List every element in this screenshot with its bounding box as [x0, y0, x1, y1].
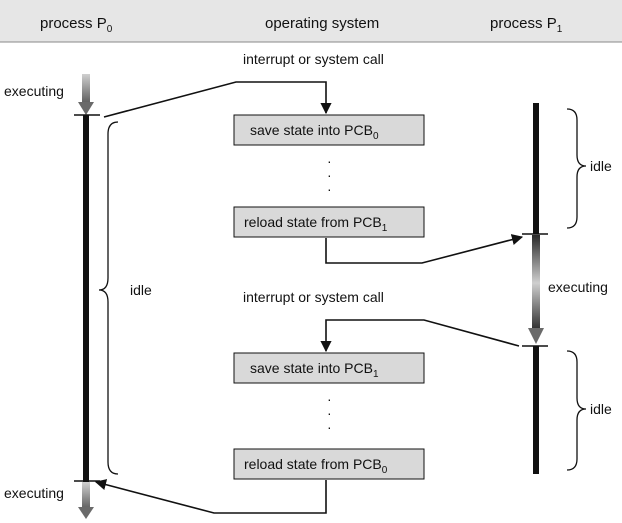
- svg-text:reload state from PCB1: reload state from PCB1: [244, 214, 388, 234]
- arrow-reload-pcb0-to-p0: [94, 479, 327, 514]
- interrupt-mid-label: interrupt or system call: [243, 289, 384, 305]
- box-reload-pcb1-sub: 1: [382, 223, 388, 234]
- box-reload-pcb1-text: reload state from PCB: [244, 214, 382, 230]
- svg-text:·: ·: [327, 419, 332, 435]
- box-save-pcb0: save state into PCB0: [233, 114, 425, 146]
- arrow-p1-to-save-pcb1: [320, 319, 520, 353]
- p1-idle-brace-bottom: [566, 350, 587, 471]
- box-save-pcb1-sub: 1: [373, 369, 379, 380]
- p0-idle-label: idle: [130, 282, 152, 298]
- p0-idle-bar: [83, 115, 89, 482]
- p1-idle-bar-top: [533, 103, 539, 234]
- box-save-pcb0-text: save state into PCB: [250, 122, 373, 138]
- p0-executing-bottom-arrow: [78, 482, 94, 519]
- p1-idle-bottom-label: idle: [590, 401, 612, 417]
- interrupt-top-label: interrupt or system call: [243, 51, 384, 67]
- p1-idle-brace-top: [566, 108, 587, 229]
- box-reload-pcb0-text: reload state from PCB: [244, 456, 382, 472]
- header-process-p0-label: process P: [40, 15, 107, 32]
- svg-text:·: ·: [327, 181, 332, 197]
- ellipsis-bottom: · · ·: [327, 391, 332, 435]
- p0-executing-bottom-label: executing: [4, 485, 64, 501]
- ellipsis-top: · · ·: [327, 153, 332, 197]
- box-save-pcb0-sub: 0: [373, 131, 379, 142]
- svg-text:·: ·: [327, 167, 332, 183]
- p1-idle-top-label: idle: [590, 158, 612, 174]
- svg-text:save state into PCB1: save state into PCB1: [250, 360, 379, 380]
- svg-text:·: ·: [327, 405, 332, 421]
- arrow-reload-pcb1-to-p1: [325, 234, 524, 264]
- box-save-pcb1: save state into PCB1: [233, 352, 425, 384]
- header-process-p1-label: process P: [490, 15, 557, 32]
- header-process-p0-sub: 0: [107, 24, 113, 35]
- box-save-pcb1-text: save state into PCB: [250, 360, 373, 376]
- p0-idle-brace: [98, 121, 119, 475]
- box-reload-pcb0: reload state from PCB0: [233, 448, 425, 480]
- box-reload-pcb0-sub: 0: [382, 465, 388, 476]
- p0-executing-top-arrow: [78, 74, 94, 115]
- svg-text:reload state from PCB0: reload state from PCB0: [244, 456, 388, 476]
- header-process-p1: process P1: [490, 15, 563, 35]
- header-band: [0, 0, 622, 42]
- box-reload-pcb1: reload state from PCB1: [233, 206, 425, 238]
- p1-executing-arrow: [528, 235, 544, 344]
- svg-text:·: ·: [327, 391, 332, 407]
- header-operating-system: operating system: [265, 15, 379, 32]
- p0-executing-top-label: executing: [4, 83, 64, 99]
- header-process-p0: process P0: [40, 15, 113, 35]
- p1-executing-label: executing: [548, 279, 608, 295]
- arrow-p0-to-save-pcb0: [103, 81, 332, 118]
- header-process-p1-sub: 1: [557, 24, 563, 35]
- svg-text:save state into PCB0: save state into PCB0: [250, 122, 379, 142]
- p1-idle-bar-bottom: [533, 346, 539, 474]
- svg-text:·: ·: [327, 153, 332, 169]
